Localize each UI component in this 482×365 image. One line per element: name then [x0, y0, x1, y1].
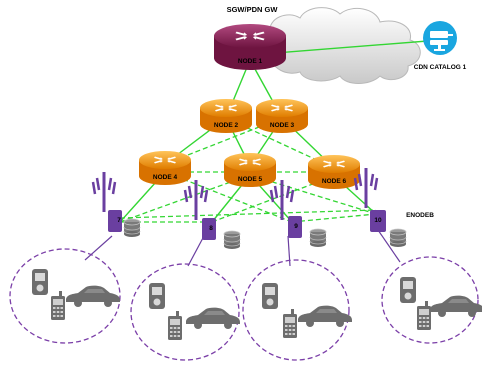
cell-10-devices [400, 277, 482, 330]
edge-router-node5 [224, 153, 276, 187]
storage-icon [223, 230, 241, 250]
smartphone-icon [149, 283, 165, 309]
smartphone-icon [32, 269, 48, 295]
handset-icon [168, 311, 182, 340]
edge-router-node4 [139, 151, 191, 185]
handset-icon [51, 291, 65, 320]
enodeb-10 [353, 166, 407, 248]
car-icon [298, 305, 352, 327]
storage-icon [389, 228, 407, 248]
handset-icon [417, 301, 431, 330]
enodeb-9 [269, 178, 327, 248]
enodeb-box-8 [202, 218, 216, 240]
smartphone-icon [400, 277, 416, 303]
storage-icon [123, 218, 141, 238]
enodeb-8 [183, 178, 241, 250]
node-1-label: NODE 1 [238, 58, 263, 65]
node-3-label: NODE 3 [270, 122, 295, 129]
cell-9-devices [262, 283, 352, 338]
handset-icon [283, 309, 297, 338]
storage-icon [309, 228, 327, 248]
cell-8-devices [149, 283, 240, 340]
enodeb-box-10 [370, 210, 386, 232]
cell-area-9 [242, 259, 350, 361]
cell-links [84, 229, 401, 267]
enodeb-box-9 [288, 216, 302, 238]
edge-router-node6 [308, 155, 360, 189]
enodeb-7 [91, 170, 141, 238]
cdn-server-icon [423, 21, 457, 55]
core-router-node1 [214, 24, 286, 70]
enodeb-10-number: 10 [374, 217, 382, 224]
cdn-catalog-label: CDN CATALOG 1 [414, 64, 467, 71]
enodeb-box-7 [108, 210, 122, 232]
gateway-label: SGW/PDN GW [227, 5, 279, 14]
edge-router-node3 [256, 99, 308, 133]
enodeb-8-number: 8 [209, 225, 213, 232]
car-icon [430, 295, 482, 317]
car-icon [186, 307, 240, 329]
node-4-label: NODE 4 [153, 174, 178, 181]
cell-area-8 [130, 263, 240, 361]
node-6-label: NODE 6 [322, 178, 347, 185]
cell-area-10 [381, 256, 479, 344]
smartphone-icon [262, 283, 278, 309]
edge-router-node2 [200, 99, 252, 133]
cell-area-7 [9, 248, 121, 344]
car-icon [66, 285, 120, 307]
internet-cloud [259, 7, 421, 84]
enodeb-label: ENODEB [406, 212, 434, 219]
cell-areas [9, 248, 479, 361]
node-2-label: NODE 2 [214, 122, 239, 129]
node-5-label: NODE 5 [238, 176, 263, 183]
enodeb-7-number: 7 [117, 217, 121, 224]
enodeb-9-number: 9 [294, 223, 298, 230]
cell-7-devices [32, 269, 120, 320]
